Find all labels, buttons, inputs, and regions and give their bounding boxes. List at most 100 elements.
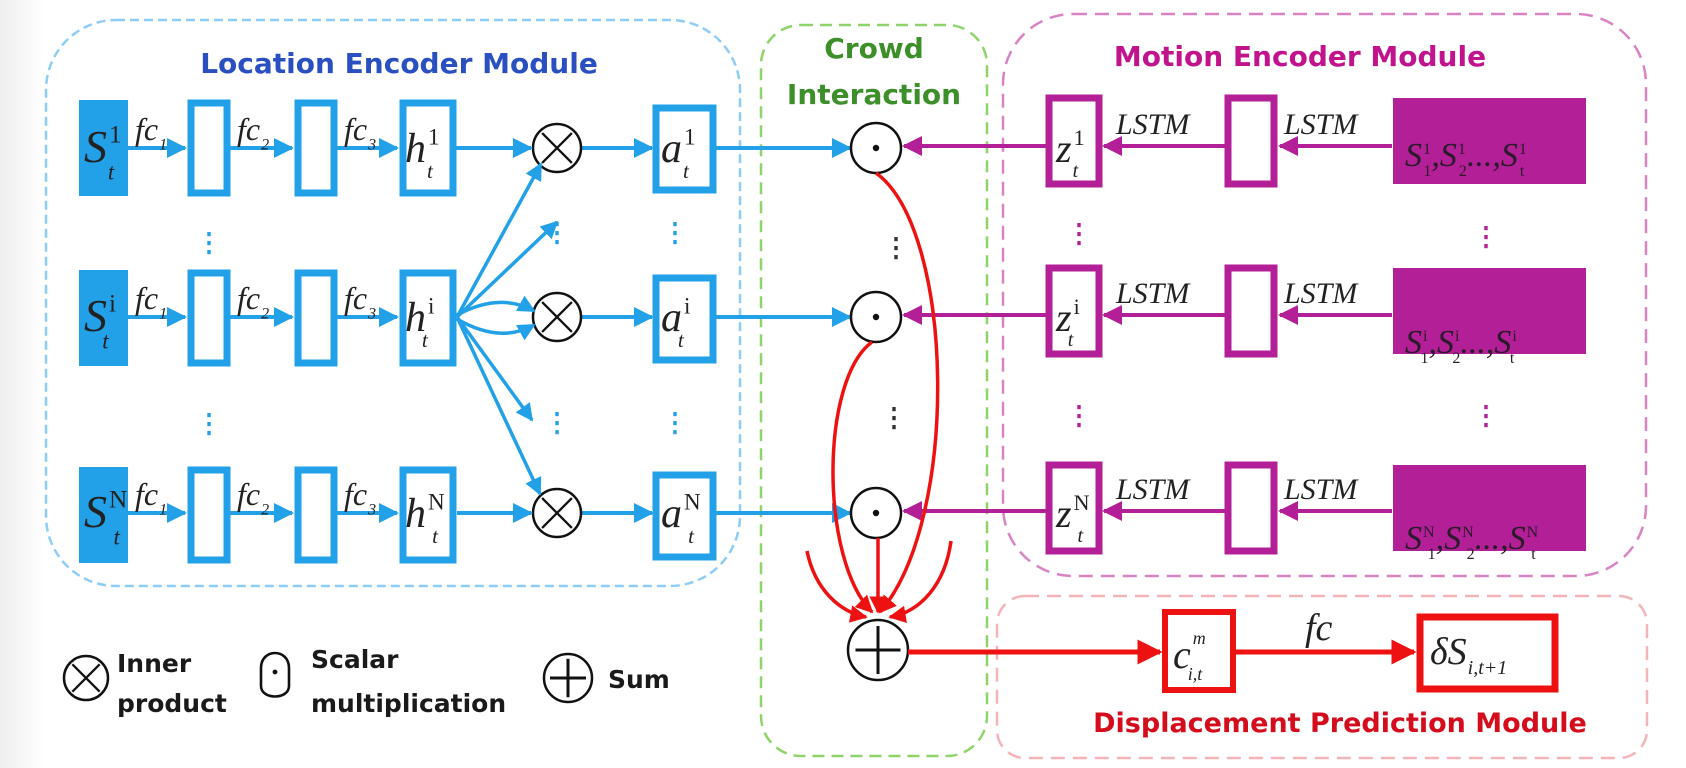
h-label-base: h (405, 126, 426, 172)
ellipsis-icon-dot (1077, 241, 1081, 246)
h-label-sub: t (422, 328, 429, 352)
legend-scalar-line2: multiplication (311, 689, 506, 718)
ellipsis-icon-dot (555, 430, 559, 435)
ellipsis-icon-dot (673, 231, 677, 236)
z-label-sub: t (1068, 329, 1074, 351)
fc-label: fc2 (237, 476, 269, 519)
fan-arrow-curve-lower (456, 317, 536, 341)
trajectory-input-box (1393, 98, 1586, 184)
fc-label-base: fc (344, 280, 367, 316)
lstm-hidden-box (1224, 264, 1278, 358)
z-box (1045, 264, 1103, 358)
lstm-label: LSTM (1283, 277, 1359, 310)
z-label-sub: t (1077, 525, 1083, 547)
location-input-box (79, 467, 128, 563)
fc-label-sub: 1 (159, 306, 167, 323)
lstm-label: LSTM (1115, 473, 1191, 506)
fc-label-sub: 3 (367, 137, 376, 154)
ellipsis-icon-dot (1484, 414, 1488, 419)
ellipsis-icon-dot (1484, 405, 1488, 410)
ellipsis-icon-dot (1484, 423, 1488, 428)
ellipsis-icon-dot (207, 250, 211, 255)
legend-scalar-line1: Scalar (311, 645, 399, 674)
legend-inner-line1: Inner (117, 649, 192, 678)
seq-base: S (1494, 324, 1511, 361)
z-label-base: z (1055, 295, 1072, 340)
location-input-box (79, 270, 128, 366)
seq-sup: i (1455, 328, 1460, 345)
h-label-sup: i (428, 292, 434, 318)
lstm-label: LSTM (1283, 108, 1359, 141)
ellipsis-icon-dot (555, 412, 559, 417)
seq-sup: N (1423, 524, 1435, 541)
location-input-label-sub: t (113, 524, 120, 549)
ellipsis-icon (555, 412, 559, 435)
h-box (399, 466, 457, 564)
displacement-frame (995, 594, 1649, 760)
ellipsis-icon-dot (892, 425, 896, 430)
seq-sep: ..., (1475, 520, 1509, 557)
context-label-base: c (1173, 632, 1191, 677)
seq-sup: 1 (1519, 141, 1527, 158)
scalar-multiplication-icon (259, 651, 291, 698)
legend-inner-line2: product (117, 689, 227, 718)
ellipsis-icon-dot (555, 421, 559, 426)
displacement-output-sub: i,t+1 (1468, 657, 1508, 679)
a-label-sub: t (683, 159, 690, 183)
red-curve-from-row1 (874, 171, 940, 614)
fc-label-sub: 3 (367, 502, 376, 519)
seq-sub: t (1531, 546, 1536, 563)
location-input-label-sup: i (109, 290, 116, 318)
seq-sup: i (1512, 328, 1517, 345)
ellipsis-icon-dot (555, 240, 559, 245)
fc-label: fc1 (135, 280, 167, 323)
ellipsis-icon-dot (894, 237, 898, 242)
a-label-base: a (661, 491, 682, 537)
scalar-mult-op-dot (872, 509, 880, 517)
location-input-label-base: S (84, 290, 107, 341)
ellipsis-icon-dot (207, 431, 211, 436)
seq-base: S (1405, 520, 1422, 557)
ellipsis-icon-dot (1077, 414, 1081, 419)
seq-sep: , (1428, 324, 1437, 361)
seq-sub: 1 (1428, 546, 1436, 563)
seq-base: S (1405, 137, 1422, 174)
scalar-mult-op (849, 121, 903, 175)
displacement-output-label: δSi,t+1 (1430, 631, 1507, 679)
fc-label-sub: 2 (261, 502, 269, 519)
z-label-sup: i (1074, 294, 1080, 319)
displacement-output-box (1416, 613, 1559, 693)
ellipsis-icon-dot (207, 241, 211, 246)
hidden-layer-box (187, 269, 231, 367)
fc-label: fc3 (344, 280, 376, 323)
inner-product-op (531, 291, 583, 343)
ellipsis-icon (207, 232, 211, 255)
inner-product-op (531, 122, 583, 174)
hidden-layer-box (294, 466, 338, 564)
scalar-mult-op (849, 486, 903, 540)
a-label-sup: N (684, 488, 701, 514)
ellipsis-icon-dot (1077, 423, 1081, 428)
ellipsis-icon-dot (1077, 405, 1081, 410)
z-label-sup: 1 (1074, 125, 1085, 150)
h-label-sub: t (432, 524, 439, 548)
z-label-sup: N (1074, 490, 1090, 515)
scalar-mult-op-dot (872, 144, 880, 152)
ellipsis-icon-dot (1077, 223, 1081, 228)
sum-icon-plus (550, 658, 586, 698)
ellipsis-icon-dot (892, 407, 896, 412)
ellipsis-icon-dot (673, 430, 677, 435)
hidden-layer-box (187, 466, 231, 564)
hidden-layer-box (294, 99, 338, 197)
ellipsis-icon (555, 222, 559, 245)
seq-sub: 2 (1467, 546, 1475, 563)
